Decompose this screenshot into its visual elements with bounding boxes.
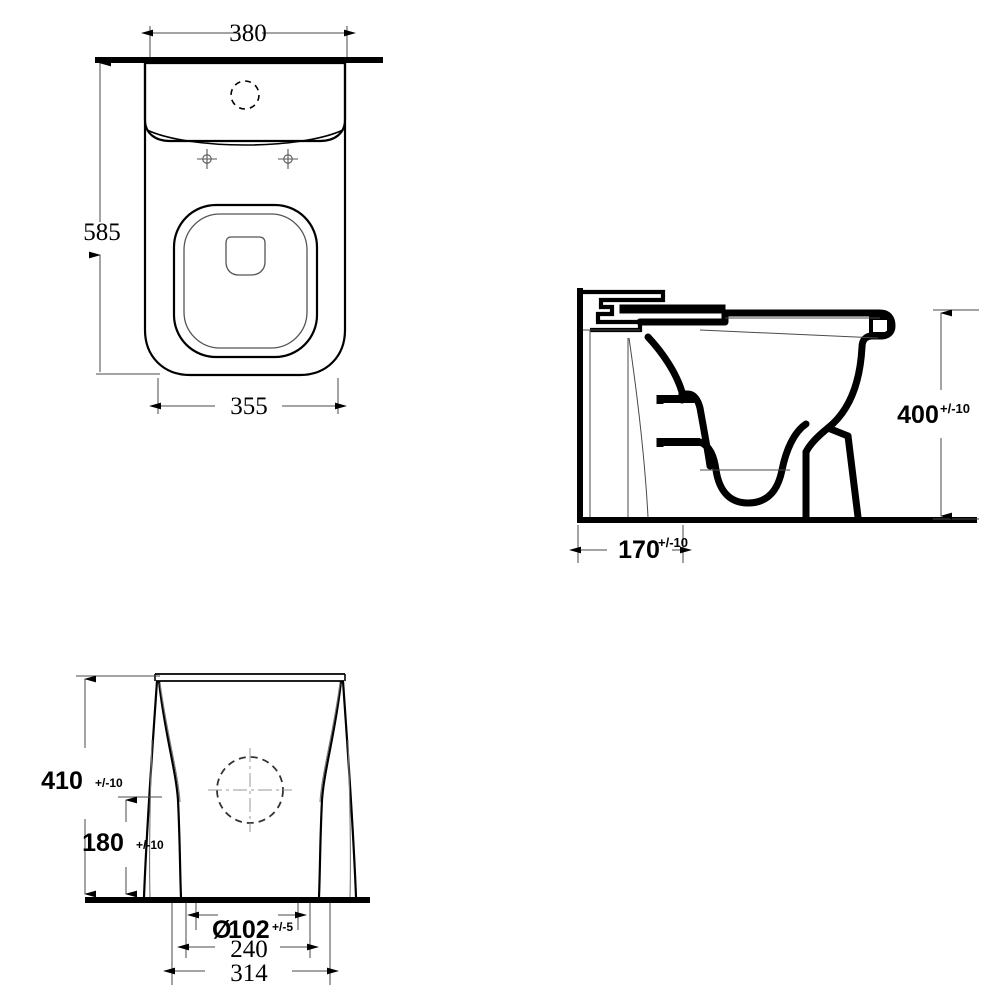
dimension-span-240: 240 bbox=[177, 903, 319, 963]
rear-left-inner-contour bbox=[157, 680, 183, 898]
dimension-label-410: 410 bbox=[41, 767, 83, 795]
dimension-label-240: 240 bbox=[230, 936, 268, 963]
waste-outlet-icon bbox=[208, 748, 292, 832]
rear-right-inner-contour bbox=[317, 680, 343, 898]
rear-left-thin-contour bbox=[159, 682, 181, 803]
seat-outer-ring bbox=[172, 203, 319, 359]
side-skirt-joint bbox=[824, 424, 852, 440]
plan-lid-front-edge bbox=[146, 129, 344, 146]
seat-inner-ring bbox=[183, 213, 308, 349]
rear-view: 410 +/-10 180 +/-10 Ø 102 +/-5 24 bbox=[41, 673, 370, 987]
dimension-tolerance-102: +/-5 bbox=[272, 920, 293, 934]
rear-left-thin-edge bbox=[149, 739, 153, 898]
dimension-tolerance-410: +/-10 bbox=[95, 776, 123, 790]
dimension-height-410: 410 +/-10 bbox=[41, 675, 160, 898]
rear-right-thin-contour bbox=[319, 682, 341, 803]
side-ref-curve bbox=[628, 337, 649, 518]
side-skirt-outer bbox=[844, 432, 862, 521]
side-section-view: 400 +/-10 170 +/-10 bbox=[569, 288, 979, 564]
rear-left-outer-contour bbox=[142, 680, 159, 898]
dimension-label-170: 170 bbox=[618, 536, 660, 564]
dimension-label-314: 314 bbox=[230, 960, 268, 987]
plan-wall-line bbox=[95, 57, 383, 63]
dimension-height-180: 180 +/-10 bbox=[82, 796, 164, 898]
dimension-outlet-offset-170: 170 +/-10 bbox=[569, 525, 692, 564]
fixing-hole-left-icon bbox=[197, 149, 217, 169]
seat-tab-detail bbox=[225, 236, 266, 276]
plan-view: 380 585 bbox=[83, 20, 383, 420]
flush-hole-icon bbox=[230, 80, 260, 110]
dimension-tolerance-170: +/-10 bbox=[658, 535, 688, 550]
dimension-label-355: 355 bbox=[230, 393, 268, 420]
dimension-prefix-102: Ø bbox=[212, 916, 231, 944]
dimension-label-585: 585 bbox=[83, 219, 121, 246]
dimension-bowl-width-355: 355 bbox=[149, 378, 347, 420]
dimension-label-400: 400 bbox=[897, 401, 939, 429]
dimension-height-400: 400 +/-10 bbox=[897, 309, 979, 520]
dimension-label-380: 380 bbox=[229, 20, 267, 47]
side-thin-water-line bbox=[699, 329, 879, 339]
rear-right-outer-contour bbox=[341, 680, 358, 898]
dimension-depth-585: 585 bbox=[83, 59, 160, 375]
dimension-width-380: 380 bbox=[141, 20, 356, 62]
dimension-span-314: 314 bbox=[163, 903, 339, 987]
dimension-label-180: 180 bbox=[82, 829, 124, 857]
dimension-tolerance-400: +/-10 bbox=[940, 401, 970, 416]
plan-pan-outline bbox=[143, 63, 347, 377]
side-floor-line bbox=[577, 517, 977, 523]
side-wall-line bbox=[577, 288, 583, 523]
fixing-hole-right-icon bbox=[278, 149, 298, 169]
dimension-outlet-dia-102: Ø 102 +/-5 bbox=[187, 903, 307, 944]
rear-floor-line bbox=[85, 897, 370, 903]
dimension-tolerance-180: +/-10 bbox=[136, 838, 164, 852]
dimension-label-102: 102 bbox=[228, 916, 270, 944]
side-rim-plate bbox=[619, 304, 726, 314]
side-front-skirt bbox=[802, 424, 832, 521]
side-trap-bend bbox=[696, 420, 810, 507]
rear-right-thin-edge bbox=[347, 739, 351, 898]
